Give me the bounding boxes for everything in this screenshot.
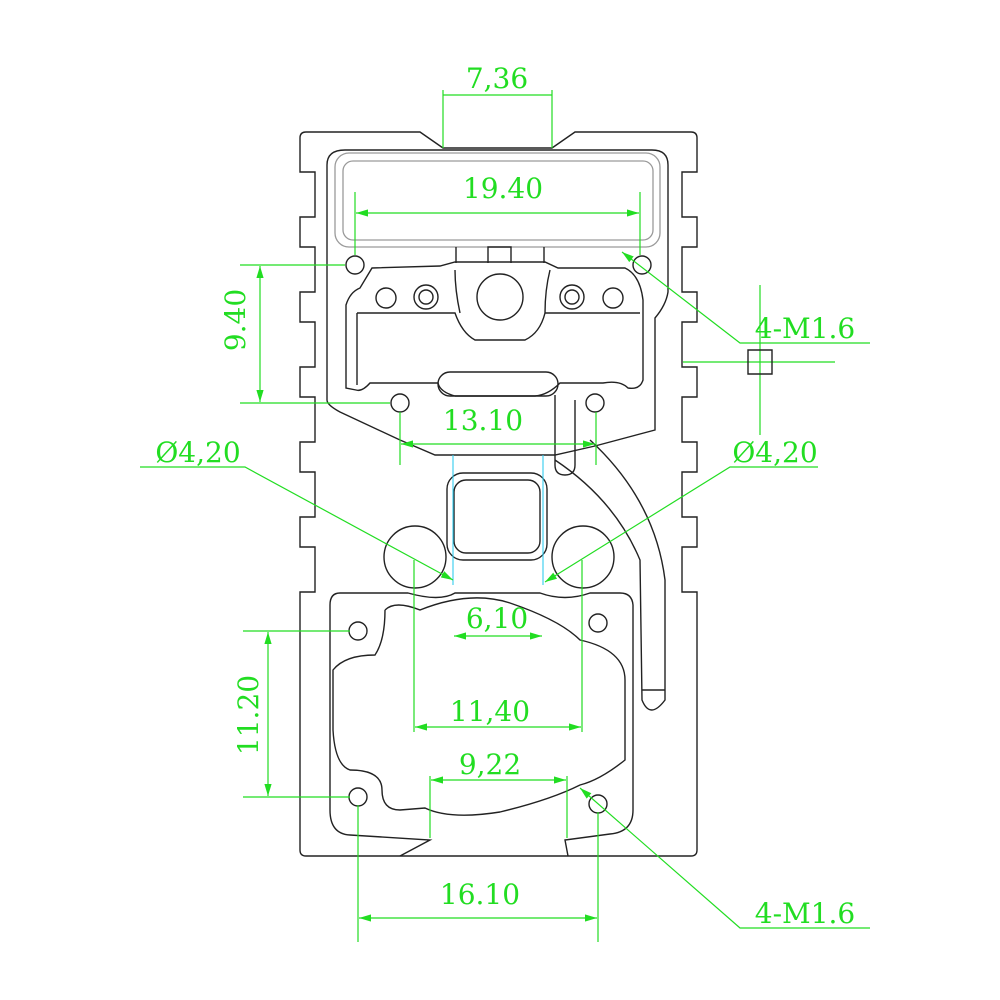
- nut-left-inner: [418, 289, 434, 305]
- outer-body-outline: [299, 131, 698, 857]
- heat-pipe: [554, 395, 666, 711]
- mount-holes: [345, 255, 652, 814]
- nut-right: [559, 284, 585, 310]
- nut-right-inner: [564, 289, 580, 305]
- hole-mid-right: [585, 393, 605, 413]
- boss-right-plain: [602, 287, 624, 309]
- center-window-inner: [453, 479, 541, 554]
- center-lines: [452, 455, 544, 585]
- circle-left: [383, 525, 447, 589]
- dim-circle-right: Ø4,20: [732, 436, 817, 469]
- dim-lower-hole-spacing: 16.10: [440, 878, 520, 911]
- top-window-inner: [342, 160, 654, 241]
- hole-mid-left: [390, 393, 410, 413]
- boss-left-plain: [375, 287, 397, 309]
- inner-frame-upper: [326, 149, 669, 456]
- center-boss: [476, 273, 524, 321]
- hole-top-left: [345, 255, 365, 275]
- dim-thread-top: 4-M1.6: [755, 312, 855, 345]
- lens-holder: [345, 261, 644, 397]
- dim-upper-hole-vertical: 9.40: [219, 289, 252, 351]
- dim-lower-opening: 9,22: [459, 748, 521, 781]
- dimension-lines: [140, 90, 870, 942]
- slot: [437, 371, 559, 397]
- circle-right: [551, 525, 615, 589]
- dim-thread-bottom: 4-M1.6: [755, 897, 855, 930]
- center-window-outer: [446, 472, 548, 561]
- lower-frame: [329, 592, 634, 857]
- dim-center-width: 6,10: [466, 602, 528, 635]
- nut-left: [413, 284, 439, 310]
- hole-lower-left-top: [348, 621, 368, 641]
- dim-lower-hole-vertical: 11.20: [232, 675, 265, 755]
- dim-circle-left: Ø4,20: [155, 436, 240, 469]
- hole-lower-left-bottom: [348, 787, 368, 807]
- dim-window-width: 19.40: [463, 172, 543, 205]
- hole-lower-right-top: [588, 613, 608, 633]
- dim-top-notch: 7,36: [466, 62, 528, 95]
- lower-opening: [332, 597, 626, 816]
- dim-circle-spacing: 11,40: [450, 695, 530, 728]
- hole-top-right: [632, 255, 652, 275]
- tab: [455, 246, 545, 263]
- dim-upper-hole-spacing: 13.10: [443, 404, 523, 437]
- lens-holder-inner: [356, 269, 640, 385]
